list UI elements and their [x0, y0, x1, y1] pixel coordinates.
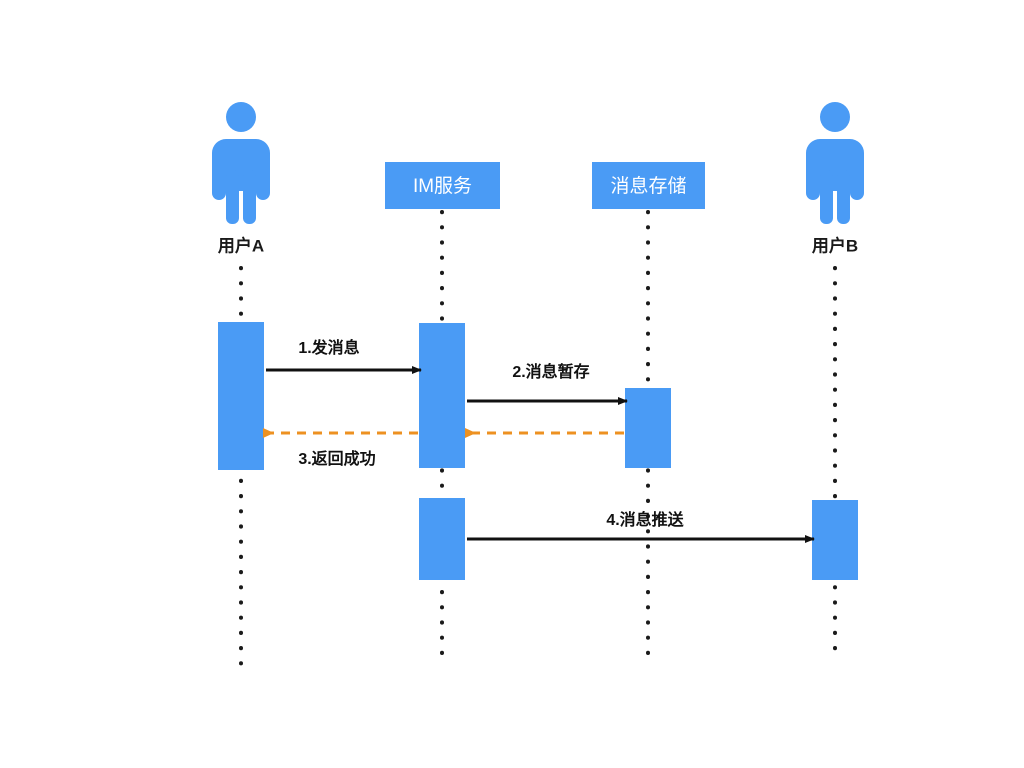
message-2-label: 2.消息暂存	[512, 362, 589, 381]
activation-bar-message-store-1[interactable]	[625, 388, 671, 468]
message-1[interactable]: 1.发消息	[266, 338, 422, 374]
message-3[interactable]: 3.返回成功	[263, 428, 418, 468]
lifelines-group	[239, 210, 837, 666]
actor-user-b[interactable]: 用户B	[806, 102, 864, 255]
message-4[interactable]: 4.消息推送	[467, 510, 815, 543]
participant-im-service[interactable]: IM服务	[385, 162, 500, 209]
message-2[interactable]: 2.消息暂存	[467, 362, 628, 405]
activation-bar-user-a-1[interactable]	[218, 322, 264, 470]
actor-user-a-label: 用户A	[218, 235, 264, 255]
message-1-label: 1.发消息	[298, 338, 359, 357]
actor-user-b-label: 用户B	[812, 235, 858, 255]
participant-box	[592, 162, 705, 209]
person-icon	[806, 102, 864, 224]
actor-user-a[interactable]: 用户A	[212, 102, 270, 255]
activation-bars-group	[218, 322, 858, 580]
participant-message-store[interactable]: 消息存储	[592, 162, 705, 209]
activation-bar-im-service-2[interactable]	[419, 498, 465, 580]
participant-im-service-label: IM服务	[413, 175, 472, 197]
message-4-label: 4.消息推送	[606, 510, 684, 529]
participant-box	[385, 162, 500, 209]
person-icon	[212, 102, 270, 224]
participant-message-store-label: 消息存储	[610, 175, 686, 197]
activation-bar-user-b-1[interactable]	[812, 500, 858, 580]
message-3-label: 3.返回成功	[298, 449, 375, 468]
activation-bar-im-service-1[interactable]	[419, 323, 465, 468]
